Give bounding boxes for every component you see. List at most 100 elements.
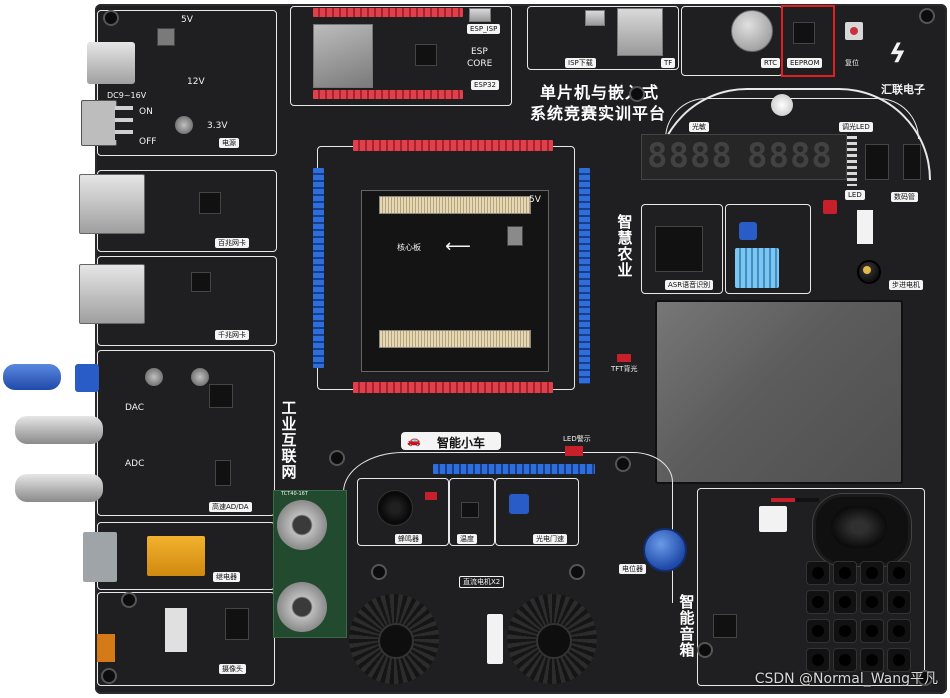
isp-download-label: ISP下载: [565, 58, 596, 69]
keypad-button[interactable]: [834, 620, 856, 642]
photo-gate-trimmer[interactable]: [509, 494, 529, 514]
industrial-iot-label: 工业互联网: [281, 399, 297, 481]
tft-backlight-led: [617, 354, 631, 362]
eeprom-highlight: [781, 5, 835, 77]
stepper-connector: [857, 210, 873, 244]
pir-trimmer[interactable]: [739, 222, 757, 240]
light-sensor-label: 光敏: [689, 122, 709, 133]
dc-jack: [87, 42, 135, 84]
core-header-bottom: [353, 382, 553, 393]
board-connector-bottom: [379, 330, 531, 348]
eeprom-label: EEPROM: [787, 58, 823, 69]
buzzer-component: [377, 490, 413, 526]
board-title-line1: 单片机与嵌入式: [540, 83, 660, 102]
mount-hole: [921, 10, 933, 22]
smart-car-badge: [401, 432, 501, 450]
esp32-label: ESP32: [471, 80, 499, 91]
mount-hole: [105, 12, 117, 24]
keypad-button[interactable]: [807, 562, 829, 584]
bnc-connector-adc: [15, 474, 103, 502]
reset-button-cap: [850, 27, 858, 35]
sensor-section: [725, 204, 811, 294]
keypad-button[interactable]: [807, 591, 829, 613]
keypad-button[interactable]: [834, 649, 856, 671]
ultrasonic-transducer-bottom: [277, 582, 327, 632]
fast-ethernet-label: 百兆网卡: [215, 238, 249, 249]
esp32-header-top: [313, 8, 463, 17]
gigabit-phy-chip: [191, 272, 211, 292]
tf-label: TF: [661, 58, 676, 69]
core-board-label: 核心板: [397, 243, 421, 252]
led-bar: [847, 136, 857, 186]
board-connector-top: [379, 196, 531, 214]
esp32-section: [290, 6, 512, 106]
ultrasonic-transducer-top: [277, 500, 327, 550]
potentiometer-label: 电位器: [619, 564, 646, 575]
rtc-battery: [731, 10, 773, 52]
buzzer-label: 蜂鸣器: [395, 534, 422, 545]
photo-gate-section: [495, 478, 579, 546]
relay-label: 继电器: [213, 572, 240, 583]
power-33v-label: 3.3V: [207, 121, 228, 131]
core-header-left: [313, 168, 324, 368]
keypad-button[interactable]: [888, 649, 910, 671]
adc-label: ADC: [125, 459, 145, 469]
watermark: CSDN @Normal_Wang平凡: [754, 671, 938, 687]
asr-section: [641, 204, 723, 294]
keypad-button[interactable]: [861, 562, 883, 584]
keypad-button[interactable]: [888, 620, 910, 642]
asr-label: ASR语音识别: [665, 280, 714, 291]
keypad-button[interactable]: [834, 562, 856, 584]
camera-cable: [97, 634, 115, 662]
ultrasonic-chip-label: TCT40-16T: [281, 491, 308, 497]
smart-speaker-label: 智能音箱: [679, 593, 695, 659]
potentiometer-knob[interactable]: [643, 528, 687, 572]
led-lamp-label: LED警示: [563, 435, 591, 443]
tft-backlight-label: TFT背光: [611, 365, 638, 373]
regulator-chip: [157, 28, 175, 46]
mount-hole: [123, 594, 135, 606]
keypad-button[interactable]: [861, 591, 883, 613]
keypad-button[interactable]: [861, 620, 883, 642]
digital-tube-driver-2: [903, 144, 921, 180]
temperature-sensor: [461, 502, 479, 518]
keypad-button[interactable]: [861, 649, 883, 671]
stepper-label: 步进电机: [889, 280, 923, 291]
mount-hole: [571, 566, 583, 578]
power-switch[interactable]: [81, 100, 117, 146]
bnc-trimmer-blue[interactable]: [75, 364, 99, 392]
brand-logo-icon: ϟ: [889, 39, 907, 69]
tft-screen: [655, 300, 903, 484]
core-5v-label: 5V: [529, 195, 541, 205]
keypad-button[interactable]: [807, 620, 829, 642]
esp-isp-label: ESP_ISP: [467, 24, 501, 35]
smart-agriculture-label: 智慧农业: [617, 213, 633, 279]
capacitor-adda-2: [191, 368, 209, 386]
terminal-block: [83, 532, 117, 582]
keypad-button[interactable]: [888, 562, 910, 584]
keypad-button[interactable]: [834, 591, 856, 613]
relay-component: [147, 536, 205, 576]
usb-port-isp: [585, 10, 605, 26]
buzzer-jumper: [425, 492, 437, 500]
isp-section: [527, 6, 679, 70]
high-speed-adda-label: 高速AD/DA: [209, 502, 252, 513]
bnc-connector-dac: [15, 416, 103, 444]
motor-wheel-right: [507, 594, 597, 684]
rtc-label: RTC: [761, 58, 781, 69]
mount-hole: [103, 670, 115, 682]
rj45-gigabit-ethernet: [79, 264, 145, 324]
speaker-connector: [759, 506, 787, 532]
speaker-cone: [831, 506, 887, 548]
mount-hole: [617, 458, 629, 470]
temperature-label: 温度: [457, 534, 477, 545]
core-header-right: [579, 168, 590, 384]
mount-hole: [699, 644, 711, 656]
ethernet-phy-chip: [199, 192, 221, 214]
dac-label: DAC: [125, 403, 145, 413]
core-side-chip: [507, 226, 523, 246]
power-switch-pins: [115, 106, 133, 140]
dev-board: ESP_ISP ESP CORE ESP32 ISP下载 TF RTC EEPR…: [3, 4, 947, 694]
keypad-button[interactable]: [807, 649, 829, 671]
keypad-button[interactable]: [888, 591, 910, 613]
